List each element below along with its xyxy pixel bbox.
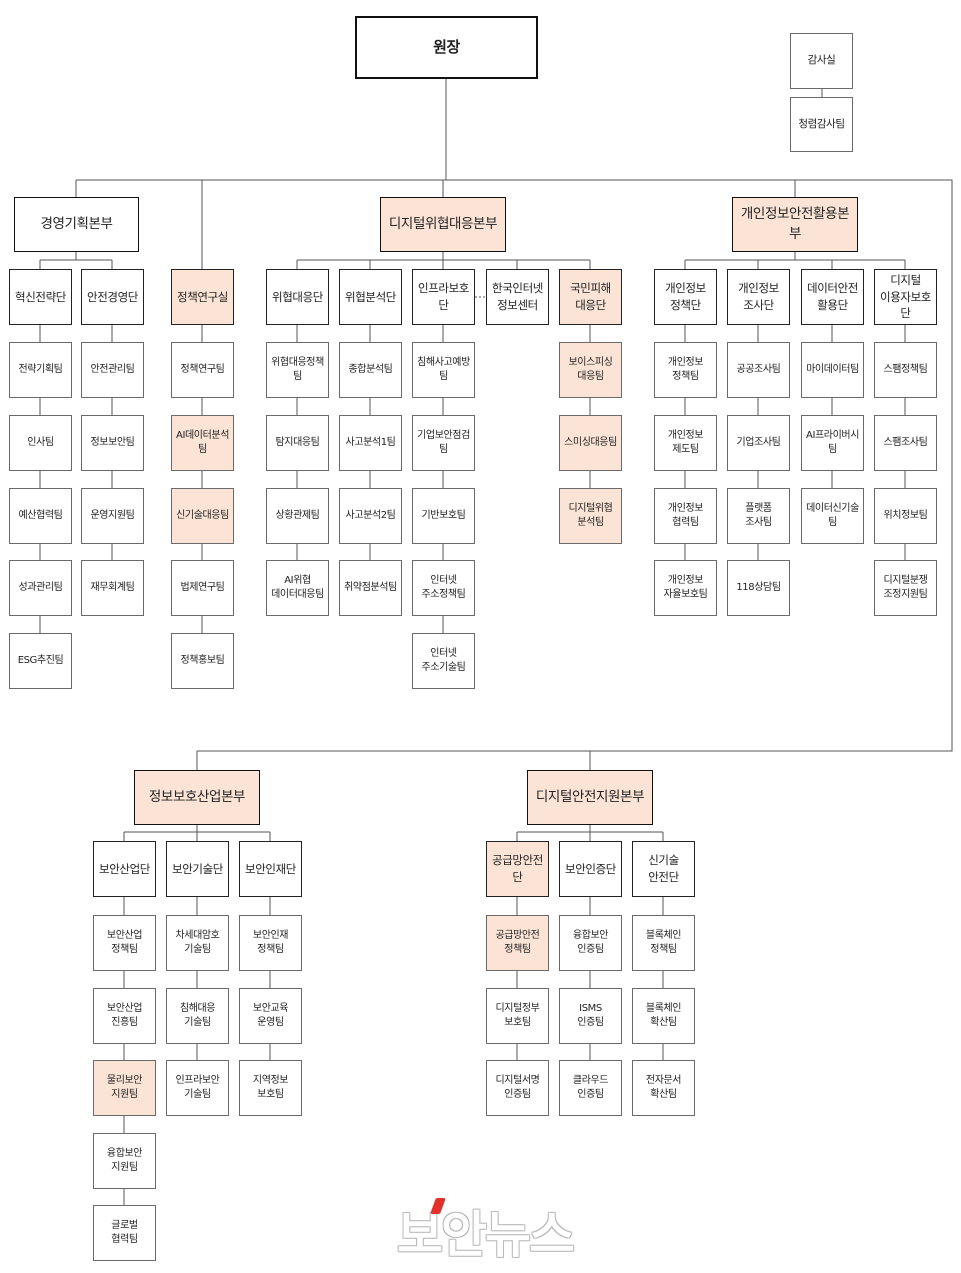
team-box: 취약점분석팀 bbox=[339, 560, 402, 616]
team-box: 신기술대응팀 bbox=[171, 488, 234, 544]
team-box: 기반보호팀 bbox=[412, 488, 475, 544]
team-box: 클라우드 인증팀 bbox=[559, 1060, 622, 1116]
team-box: 블록체인 확산팀 bbox=[632, 988, 695, 1044]
team-box: 기업조사팀 bbox=[727, 415, 790, 471]
unit-box: 디지털 이용자보호단 bbox=[874, 269, 937, 325]
team-box: 차세대암호 기술팀 bbox=[166, 915, 229, 971]
unit-box: 위협대응단 bbox=[266, 269, 329, 325]
team-box: 융합보안 인증팀 bbox=[559, 915, 622, 971]
hq-privacy-box: 개인정보안전활용본부 bbox=[732, 197, 858, 252]
team-box: 물리보안 지원팀 bbox=[93, 1060, 156, 1116]
team-box: 공급망안전 정책팀 bbox=[486, 915, 549, 971]
team-box: 공공조사팀 bbox=[727, 342, 790, 398]
team-box: 인사팀 bbox=[9, 415, 72, 471]
team-box: 종합분석팀 bbox=[339, 342, 402, 398]
team-box: 안전관리팀 bbox=[81, 342, 144, 398]
team-box: 성과관리팀 bbox=[9, 560, 72, 616]
team-box: 기업보안점검팀 bbox=[412, 415, 475, 471]
unit-box: 공급망안전단 bbox=[486, 841, 549, 897]
team-box: 전자문서 확산팀 bbox=[632, 1060, 695, 1116]
unit-box: 개인정보 조사단 bbox=[727, 269, 790, 325]
team-box: 마이데이터팀 bbox=[801, 342, 864, 398]
team-box: 보안교육 운영팀 bbox=[239, 988, 302, 1044]
team-box: 보안인재 정책팀 bbox=[239, 915, 302, 971]
team-box: 개인정보 자율보호팀 bbox=[654, 560, 717, 616]
team-box: 스팸조사팀 bbox=[874, 415, 937, 471]
unit-box: 신기술 안전단 bbox=[632, 841, 695, 897]
unit-box: 위협분석단 bbox=[339, 269, 402, 325]
team-box: 지역정보 보호팀 bbox=[239, 1060, 302, 1116]
unit-box: 인프라보호단 bbox=[412, 269, 475, 325]
audit-office-box: 감사실 bbox=[790, 33, 853, 89]
unit-box: 보안인증단 bbox=[559, 841, 622, 897]
hq-digital-safety-box: 디지털안전지원본부 bbox=[527, 770, 653, 825]
team-box: 보안산업 진흥팀 bbox=[93, 988, 156, 1044]
team-box: 글로벌 협력팀 bbox=[93, 1205, 156, 1261]
watermark-logo: 보안뉴스 bbox=[397, 1206, 575, 1264]
team-box: 융합보안 지원팀 bbox=[93, 1133, 156, 1189]
team-box: 디지털서명 인증팀 bbox=[486, 1060, 549, 1116]
team-box: 위협대응정책팀 bbox=[266, 342, 329, 398]
team-box: 인터넷 주소정책팀 bbox=[412, 560, 475, 616]
team-box: 전략기획팀 bbox=[9, 342, 72, 398]
unit-box: 국민피해 대응단 bbox=[559, 269, 622, 325]
team-box: 스팸정책팀 bbox=[874, 342, 937, 398]
unit-box: 데이터안전 활용단 bbox=[801, 269, 864, 325]
audit-team-box: 청렴감사팀 bbox=[790, 97, 853, 152]
unit-box: 보안기술단 bbox=[166, 841, 229, 897]
unit-box: 안전경영단 bbox=[81, 269, 144, 325]
team-box: 플랫폼 조사팀 bbox=[727, 488, 790, 544]
team-box: 데이터신기술팀 bbox=[801, 488, 864, 544]
team-box: ESG추진팀 bbox=[9, 633, 72, 689]
team-box: 정보보안팀 bbox=[81, 415, 144, 471]
team-box: 법제연구팀 bbox=[171, 560, 234, 616]
team-box: 인터넷 주소기술팀 bbox=[412, 633, 475, 689]
team-box: ISMS 인증팀 bbox=[559, 988, 622, 1044]
team-box: 디지털정부 보호팀 bbox=[486, 988, 549, 1044]
team-box: 블록체인 정책팀 bbox=[632, 915, 695, 971]
team-box: 상황관제팀 bbox=[266, 488, 329, 544]
team-box: 정책홍보팀 bbox=[171, 633, 234, 689]
team-box: 보안산업 정책팀 bbox=[93, 915, 156, 971]
team-box: 예산협력팀 bbox=[9, 488, 72, 544]
unit-box: 한국인터넷 정보센터 bbox=[486, 269, 549, 325]
team-box: 사고분석1팀 bbox=[339, 415, 402, 471]
team-box: 정책연구팀 bbox=[171, 342, 234, 398]
team-box: AI데이터분석팀 bbox=[171, 415, 234, 471]
unit-box: 보안인재단 bbox=[239, 841, 302, 897]
unit-box: 개인정보 정책단 bbox=[654, 269, 717, 325]
team-box: 스미싱대응팀 bbox=[559, 415, 622, 471]
team-box: 침해사고예방팀 bbox=[412, 342, 475, 398]
team-box: 침해대응 기술팀 bbox=[166, 988, 229, 1044]
team-box: 운영지원팀 bbox=[81, 488, 144, 544]
team-box: 위치정보팀 bbox=[874, 488, 937, 544]
director-box: 원장 bbox=[355, 16, 538, 79]
team-box: 디지털분쟁 조정지원팀 bbox=[874, 560, 937, 616]
hq-industry-box: 정보보호산업본부 bbox=[134, 770, 260, 825]
team-box: 인프라보안 기술팀 bbox=[166, 1060, 229, 1116]
team-box: AI위협 데이터대응팀 bbox=[266, 560, 329, 616]
team-box: 개인정보 협력팀 bbox=[654, 488, 717, 544]
unit-box: 혁신전략단 bbox=[9, 269, 72, 325]
hq-threat-box: 디지털위협대응본부 bbox=[380, 197, 506, 252]
team-box: 사고분석2팀 bbox=[339, 488, 402, 544]
team-box: 디지털위협 분석팀 bbox=[559, 488, 622, 544]
team-box: AI프라이버시팀 bbox=[801, 415, 864, 471]
unit-box: 보안산업단 bbox=[93, 841, 156, 897]
hq-management-box: 경영기획본부 bbox=[14, 197, 139, 252]
team-box: 개인정보 정책팀 bbox=[654, 342, 717, 398]
team-box: 보이스피싱 대응팀 bbox=[559, 342, 622, 398]
policy-research-box: 정책연구실 bbox=[171, 269, 234, 325]
team-box: 재무회계팀 bbox=[81, 560, 144, 616]
team-box: 개인정보 제도팀 bbox=[654, 415, 717, 471]
team-box: 탐지대응팀 bbox=[266, 415, 329, 471]
team-box: 118상담팀 bbox=[727, 560, 790, 616]
